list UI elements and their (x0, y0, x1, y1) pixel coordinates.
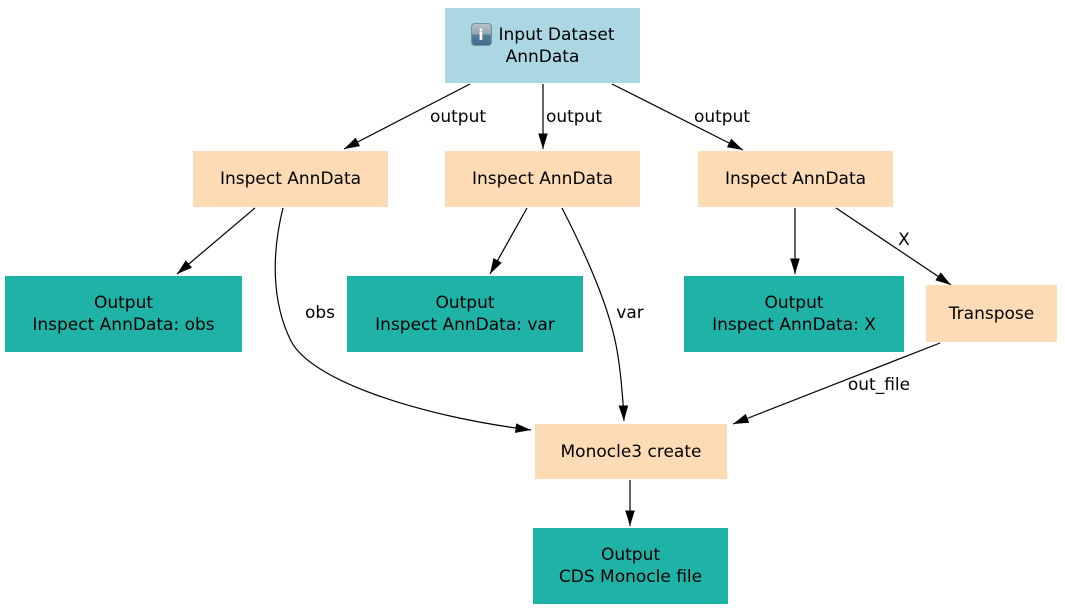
edge-transpose-to-monocle3 (732, 342, 941, 425)
node-label: Inspect AnnData (724, 169, 867, 189)
node-label: CDS Monocle file (558, 567, 703, 587)
node-monocle3-create: Monocle3 create (535, 424, 727, 479)
node-output-cds-monocle-file: Output CDS Monocle file (533, 528, 728, 604)
node-label: Output (600, 545, 661, 565)
node-output-inspect-var: Output Inspect AnnData: var (347, 276, 583, 352)
edge-inspect1-to-monocle3 (274, 207, 532, 433)
node-label: Monocle3 create (560, 441, 702, 462)
edge-label-obs: obs (304, 303, 336, 323)
node-input-dataset: i Input Dataset AnnData (445, 8, 640, 83)
node-label: AnnData (505, 47, 580, 67)
edge-input-to-inspect3 (611, 83, 744, 151)
edge-inspect3-to-transpose (835, 207, 952, 286)
node-label: Output (435, 293, 495, 313)
edge-inspect2-to-output-var (489, 207, 528, 275)
edge-label-out-file: out_file (847, 375, 911, 395)
node-label: Inspect AnnData: var (375, 315, 555, 335)
node-label: Inspect AnnData: X (712, 315, 876, 335)
node-label: Inspect AnnData (471, 169, 614, 189)
edge-label-output-3: output (693, 107, 751, 127)
edge-input-to-inspect1 (343, 83, 471, 150)
info-icon: i (470, 23, 492, 46)
node-label: Inspect AnnData: obs (32, 315, 215, 335)
edge-label-x: X (898, 230, 910, 250)
node-output-inspect-obs: Output Inspect AnnData: obs (5, 276, 242, 352)
node-label: Inspect AnnData (219, 169, 362, 189)
node-label: Input Dataset (498, 24, 615, 45)
node-transpose: Transpose (926, 285, 1057, 342)
node-output-inspect-x: Output Inspect AnnData: X (684, 276, 904, 352)
edge-label-var: var (616, 303, 644, 323)
node-label: Output (764, 293, 824, 313)
node-inspect-anndata-2: Inspect AnnData (445, 151, 640, 207)
edge-inspect2-to-monocle3 (561, 207, 629, 422)
node-inspect-anndata-3: Inspect AnnData (698, 151, 893, 207)
node-label: Transpose (948, 303, 1035, 324)
node-label: Output (93, 293, 154, 313)
edge-label-output-2: output (545, 107, 603, 127)
input-dataset-title-row: i Input Dataset (470, 23, 615, 46)
edge-label-output-1: output (429, 107, 487, 127)
edge-inspect1-to-output-obs (176, 207, 256, 275)
info-icon-glyph: i (478, 25, 484, 44)
node-inspect-anndata-1: Inspect AnnData (193, 151, 388, 207)
